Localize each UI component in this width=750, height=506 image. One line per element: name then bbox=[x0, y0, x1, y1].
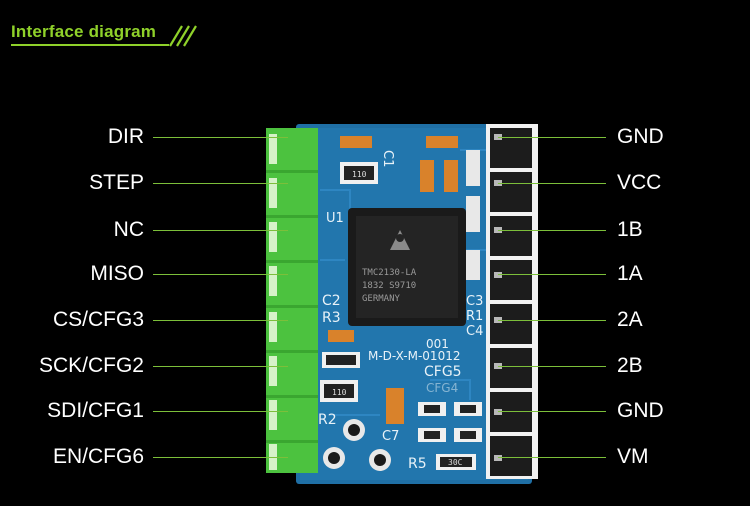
chip-text-line1: TMC2130-LA bbox=[362, 268, 417, 278]
left-pin-label: EN/CFG6 bbox=[52, 445, 144, 468]
silk-c1: C1 bbox=[380, 150, 395, 167]
lead-right-5 bbox=[498, 320, 606, 321]
right-pin-label: 2B bbox=[617, 354, 643, 377]
lead-right-3 bbox=[498, 230, 606, 231]
lead-left-1 bbox=[153, 137, 288, 138]
lead-right-2 bbox=[498, 183, 606, 184]
left-pin-label: CS/CFG3 bbox=[52, 308, 144, 331]
left-pin-label: DIR bbox=[107, 125, 144, 148]
silk-r1: R1 bbox=[466, 309, 483, 324]
silk-u1: U1 bbox=[326, 211, 344, 226]
right-pin-label: VM bbox=[617, 445, 649, 468]
chip-text-line2: 1832 S9710 bbox=[362, 281, 416, 291]
left-pin-label: MISO bbox=[90, 262, 144, 285]
right-pin-label: GND bbox=[617, 399, 664, 422]
lead-right-7 bbox=[498, 411, 606, 412]
left-pin-label: STEP bbox=[89, 171, 144, 194]
resistor-label-2: 110 bbox=[332, 388, 347, 397]
silk-c7: C7 bbox=[382, 429, 399, 444]
silk-c2: C2 bbox=[322, 293, 341, 309]
left-pin-label: NC bbox=[113, 218, 144, 241]
right-pin-label: 1B bbox=[617, 218, 643, 241]
lead-left-2 bbox=[153, 183, 288, 184]
lead-left-3 bbox=[153, 230, 288, 231]
silk-r2: R2 bbox=[318, 412, 337, 428]
lead-right-1 bbox=[498, 137, 606, 138]
right-pin-label: 2A bbox=[617, 308, 643, 331]
title-slash-decoration bbox=[169, 25, 197, 47]
silk-c4: C4 bbox=[466, 324, 483, 339]
silk-c3: C3 bbox=[466, 294, 483, 309]
mounting-holes bbox=[323, 419, 391, 471]
right-pin-header bbox=[486, 124, 538, 479]
lead-left-4 bbox=[153, 274, 288, 275]
silk-model-line2: M-D-X-M-01012 bbox=[368, 349, 460, 363]
left-pin-label: SCK/CFG2 bbox=[38, 354, 144, 377]
right-pin-label: VCC bbox=[617, 171, 662, 194]
title-underline bbox=[11, 44, 169, 46]
silk-r3: R3 bbox=[322, 310, 341, 326]
right-pin-label: GND bbox=[617, 125, 664, 148]
resistor-label-1: 110 bbox=[352, 170, 367, 179]
left-pin-label: SDI/CFG1 bbox=[47, 399, 144, 422]
silk-model-line1: 001 bbox=[426, 337, 449, 351]
lead-left-8 bbox=[153, 457, 288, 458]
chip-text-line3: GERMANY bbox=[362, 294, 401, 304]
tmc2130-chip: TMC2130-LA 1832 S9710 GERMANY bbox=[348, 208, 466, 326]
lead-right-4 bbox=[498, 274, 606, 275]
lead-right-6 bbox=[498, 366, 606, 367]
lead-right-8 bbox=[498, 457, 606, 458]
silk-r5: R5 bbox=[408, 456, 427, 472]
lead-left-7 bbox=[153, 411, 288, 412]
left-pin-header bbox=[266, 128, 318, 473]
diagram-title: Interface diagram bbox=[11, 22, 157, 41]
resistor-label-3: 30C bbox=[448, 458, 463, 467]
silk-cfg5: CFG5 bbox=[424, 364, 462, 380]
lead-left-6 bbox=[153, 366, 288, 367]
smd-components: 110 110 30C bbox=[320, 136, 482, 470]
right-pin-label: 1A bbox=[617, 262, 643, 285]
lead-left-5 bbox=[153, 320, 288, 321]
silk-cfg4: CFG4 bbox=[426, 381, 458, 395]
